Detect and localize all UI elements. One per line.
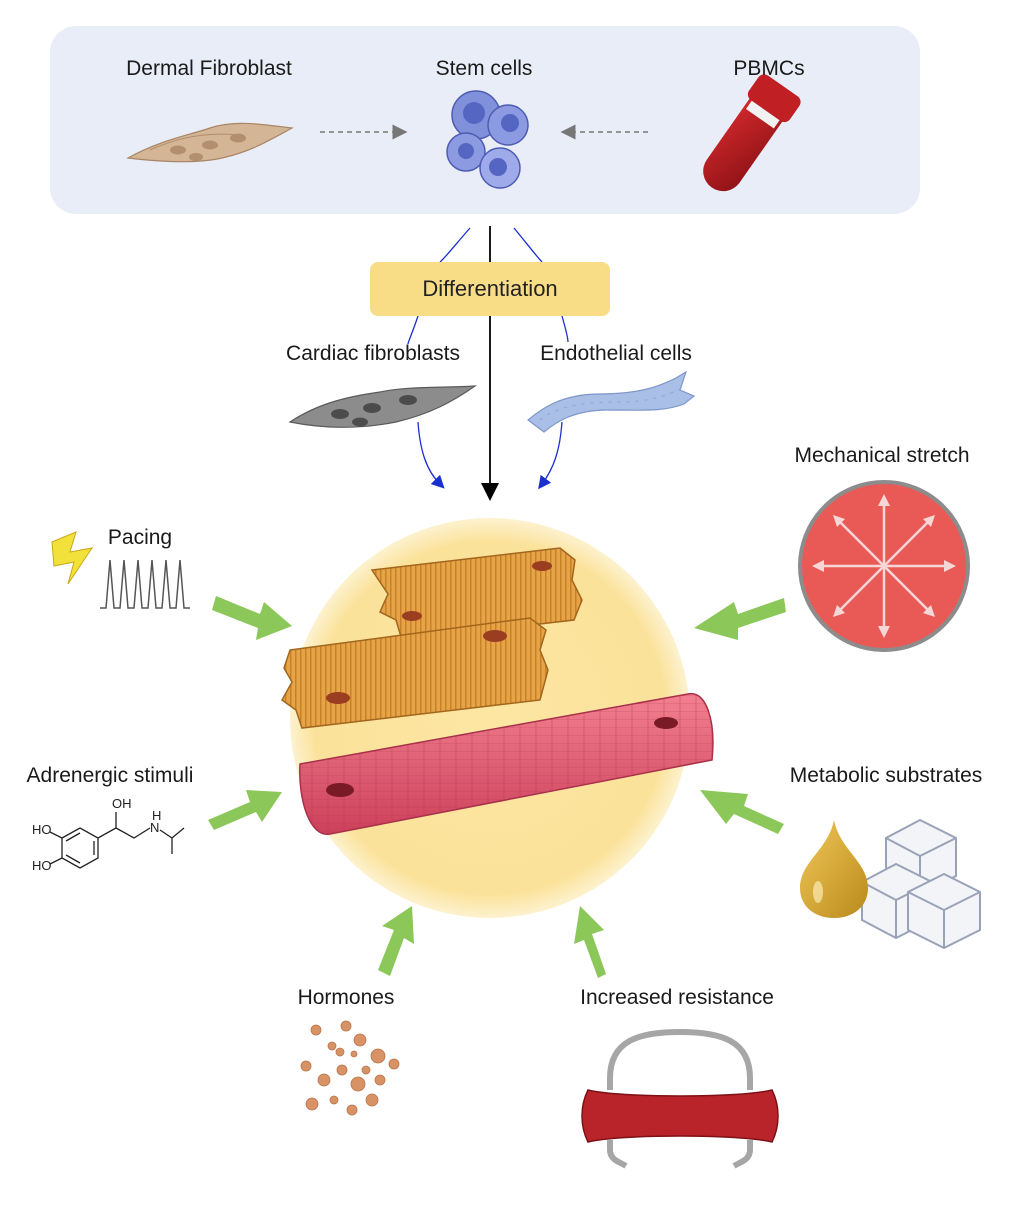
dermal-fibroblast-illustration bbox=[126, 122, 294, 163]
label-hormones: Hormones bbox=[297, 986, 395, 1009]
label-differentiation: Differentiation bbox=[422, 276, 558, 301]
label-adrenergic-stimuli: Adrenergic stimuli bbox=[26, 764, 194, 787]
chem-ho-2: HO bbox=[32, 858, 52, 873]
label-mechanical-stretch: Mechanical stretch bbox=[794, 444, 970, 467]
endothelial-illustration bbox=[527, 370, 696, 433]
label-stem-cells: Stem cells bbox=[435, 57, 533, 80]
chem-ho-1: HO bbox=[32, 822, 52, 837]
arrow-pacing bbox=[212, 596, 292, 640]
arrow-adrenergic bbox=[208, 790, 282, 830]
arrow-resistance bbox=[574, 906, 606, 978]
resistance-band-icon bbox=[581, 1028, 779, 1169]
pacing-trace bbox=[100, 559, 190, 609]
tissue-cylinder bbox=[299, 693, 714, 835]
stimulus-arrows bbox=[208, 596, 786, 978]
droplet-icon bbox=[800, 820, 868, 918]
hormone-particles bbox=[300, 1020, 400, 1116]
differentiation-box: Differentiation bbox=[370, 262, 610, 316]
label-dermal-fibroblast: Dermal Fibroblast bbox=[126, 57, 292, 80]
sugar-cube-icon bbox=[861, 818, 981, 950]
blood-tube-icon bbox=[703, 74, 801, 192]
label-cardiac-fibroblasts: Cardiac fibroblasts bbox=[286, 342, 460, 365]
label-endothelial-cells: Endothelial cells bbox=[540, 342, 692, 365]
cardiac-fibroblast-illustration bbox=[288, 385, 478, 428]
cardiomyocyte-lower bbox=[281, 617, 549, 729]
stem-cell-icon bbox=[446, 90, 529, 189]
arrow-metabolic bbox=[700, 790, 784, 834]
label-metabolic-substrates: Metabolic substrates bbox=[789, 764, 983, 787]
lightning-icon bbox=[51, 531, 94, 585]
cardiomyocyte-upper bbox=[370, 547, 583, 641]
chem-oh: OH bbox=[112, 796, 132, 811]
stretch-icon bbox=[798, 480, 970, 652]
label-pacing: Pacing bbox=[107, 526, 173, 549]
chem-n: N bbox=[150, 820, 159, 835]
label-increased-resistance: Increased resistance bbox=[580, 986, 774, 1009]
blue-arrow-left bbox=[417, 421, 445, 489]
label-pbmcs: PBMCs bbox=[733, 57, 805, 80]
blue-arrow-right bbox=[538, 421, 563, 490]
arrow-hormones bbox=[378, 906, 414, 976]
chem-h: H bbox=[152, 808, 161, 823]
arrow-stretch bbox=[694, 598, 786, 640]
adrenaline-structure bbox=[49, 812, 185, 869]
